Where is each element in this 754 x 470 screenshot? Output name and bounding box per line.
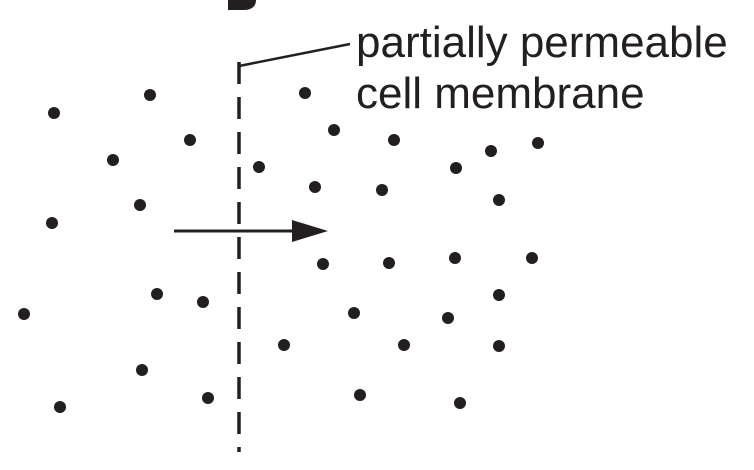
particle	[376, 184, 388, 196]
particle	[151, 288, 163, 300]
particle	[202, 392, 214, 404]
particle	[354, 389, 366, 401]
particle	[18, 308, 30, 320]
particle	[532, 137, 544, 149]
particle	[317, 258, 329, 270]
particle	[107, 154, 119, 166]
particle	[54, 401, 66, 413]
particle	[450, 162, 462, 174]
particle	[493, 289, 505, 301]
particle	[328, 124, 340, 136]
clipped-heading-letter	[228, 0, 256, 10]
label-leader-line	[237, 42, 351, 70]
particle	[398, 339, 410, 351]
particle	[184, 134, 196, 146]
particle	[442, 312, 454, 324]
particle	[348, 307, 360, 319]
particle	[383, 257, 395, 269]
particle	[299, 87, 311, 99]
particle	[388, 134, 400, 146]
particle	[493, 340, 505, 352]
particle	[134, 199, 146, 211]
particle	[493, 194, 505, 206]
movement-arrow-head	[292, 220, 328, 242]
particle	[449, 252, 461, 264]
membrane-label-line-1: partially permeable	[356, 18, 728, 67]
particle	[253, 161, 265, 173]
particle	[454, 397, 466, 409]
particle	[278, 339, 290, 351]
particle	[309, 181, 321, 193]
particle	[197, 296, 209, 308]
particle	[526, 252, 538, 264]
particle	[485, 145, 497, 157]
particle	[46, 217, 58, 229]
particle	[48, 107, 60, 119]
particle	[144, 89, 156, 101]
membrane-label-line-2: cell membrane	[356, 69, 645, 118]
particle	[136, 364, 148, 376]
particles	[18, 87, 544, 413]
